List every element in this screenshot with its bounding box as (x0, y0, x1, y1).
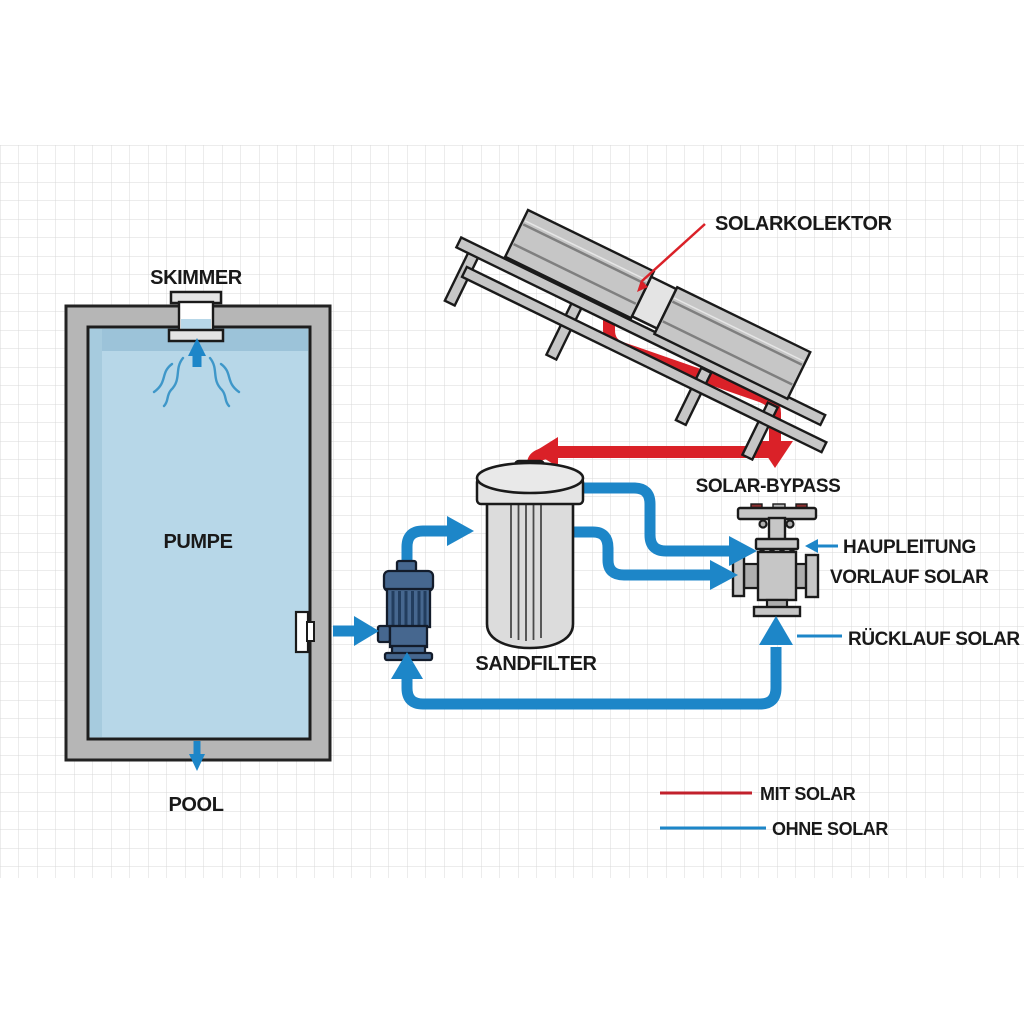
pump-to-filter-pipe (401, 525, 450, 560)
collector-rail-lower (460, 265, 828, 454)
label-pump: PUMPE (163, 531, 232, 553)
label-solar-collector: SOLARKOLEKTOR (715, 213, 893, 235)
pump-housing (388, 624, 429, 649)
pump-to-filter-arrow-icon (447, 516, 474, 546)
label-solar-bypass: SOLAR-BYPASS (696, 476, 841, 497)
pool (64, 290, 332, 771)
valve-bottom-flange (752, 605, 802, 618)
valve-right-flange (804, 553, 820, 599)
main-line-arrow-icon (729, 536, 757, 566)
label-skimmer: SKIMMER (150, 267, 243, 289)
filter-to-valve-upper-pipe (575, 482, 732, 557)
legend-label-mit-solar: MIT SOLAR (760, 784, 856, 804)
collector-rail-upper (454, 235, 827, 427)
valve-handle-nut (758, 519, 768, 529)
label-solar-flow: VORLAUF SOLAR (830, 567, 989, 588)
solar-bypass-valve (731, 503, 820, 618)
label-solar-return: RÜCKLAUF SOLAR (848, 629, 1020, 650)
filter-lid-top (475, 461, 585, 495)
pool-to-pump-arrow-icon (354, 616, 379, 646)
collector-panel-2 (652, 285, 812, 401)
sand-filter (475, 459, 585, 650)
solar-feed-left-arrow-icon (534, 437, 558, 467)
return-to-pump-arrow-icon (391, 652, 423, 679)
label-main-line: HAUPLEITUNG (843, 537, 976, 558)
main-line-leader-arrow-icon (805, 539, 818, 553)
skimmer-flow-arrow-icon (188, 338, 206, 356)
pool-wall-shadow (90, 329, 102, 737)
solar-collector-leader-line (641, 223, 706, 282)
legend-label-ohne-solar: OHNE SOLAR (772, 819, 888, 839)
return-pipe (401, 647, 782, 710)
pool-bottom-arrow-icon (189, 754, 205, 771)
solar-flow-arrow-icon (710, 560, 738, 590)
solar-collector-leader-arrow-icon (637, 280, 648, 292)
valve-bonnet-flange (754, 537, 800, 551)
pump-motor-ribs (391, 591, 427, 625)
pool-wall-outlet (294, 610, 315, 654)
valve-handle-nut (785, 519, 795, 529)
skimmer-water-level (181, 319, 211, 330)
skimmer-suction-waves (152, 356, 241, 408)
label-pool: POOL (168, 794, 223, 816)
filter-body (485, 501, 575, 650)
collector-panel-1 (503, 208, 656, 320)
skimmer-bottom-flange (167, 328, 225, 343)
pump-inlet-port (376, 624, 392, 644)
valve-body (756, 550, 798, 602)
filter-body-stripes (510, 505, 542, 641)
filter-to-valve-lower-pipe (570, 526, 713, 581)
filtration-pipes-blue (401, 482, 782, 710)
solar-collector (443, 208, 828, 462)
label-sand-filter: SANDFILTER (475, 653, 597, 675)
valve-stem (767, 516, 787, 542)
solar-return-arrow-icon (759, 616, 793, 645)
legend: MIT SOLAR OHNE SOLAR (660, 784, 889, 839)
